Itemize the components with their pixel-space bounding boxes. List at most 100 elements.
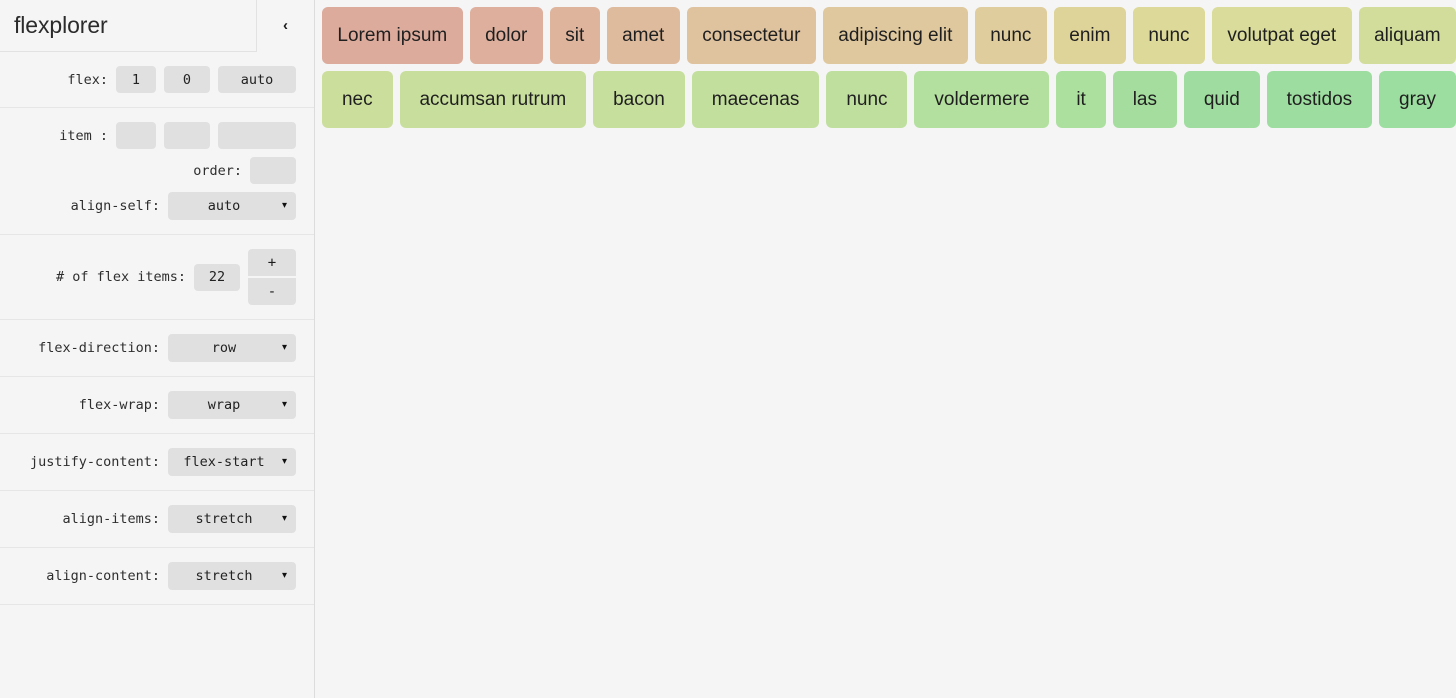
justify-content-select-wrap: flex-startflex-endcenterspace-betweenspa… [168, 448, 296, 476]
flex-item-label: las [1132, 88, 1157, 110]
align-self-select[interactable]: autoflex-startflex-endcenterbaselinestre… [168, 192, 296, 220]
flex-item[interactable]: adipiscing elit [822, 7, 968, 64]
property-row-flex-wrap: flex-wrap:nowrapwrapwrap-reverse▾ [0, 387, 314, 423]
align-content-label: align-content: [46, 568, 160, 584]
flex-item-label: nunc [846, 88, 888, 110]
flex-item-count-stepper: + - [248, 249, 296, 305]
flex-item-label: Lorem ipsum [337, 24, 448, 46]
flex-item-label: dolor [485, 24, 528, 46]
flex-item-label: aliquam [1374, 24, 1441, 46]
sidebar: flexplorer ‹ flex: item : order: [0, 0, 315, 698]
flex-item-label: consectetur [702, 24, 801, 46]
flex-item[interactable]: nunc [1132, 7, 1205, 64]
flex-item-label: voldermere [934, 88, 1030, 110]
flex-item[interactable]: aliquam [1358, 7, 1456, 64]
flex-item-label: nunc [990, 24, 1032, 46]
flex-direction-label: flex-direction: [38, 340, 160, 356]
container-properties: flex-direction: rowrow-reversecolumncolum… [0, 320, 314, 605]
flex-item[interactable]: las [1112, 71, 1177, 128]
increment-button[interactable]: + [248, 249, 296, 276]
property-row-align-items: align-items: stretchflex-startflex-endcen… [0, 501, 314, 537]
flex-item[interactable]: it [1056, 71, 1106, 128]
flex-container: Lorem ipsum dolor sit amet consectetur adipis… [322, 7, 1456, 128]
align-items-select[interactable]: stretchflex-startflex-endcenterbaseline [168, 505, 296, 533]
flex-item-label: quid [1203, 88, 1240, 110]
flex-label: flex: [67, 71, 108, 88]
flex-item[interactable]: quid [1183, 71, 1260, 128]
justify-content-label: justify-content: [29, 454, 160, 470]
flex-item[interactable]: dolor [469, 7, 543, 64]
align-self-select-wrap: autoflex-startflex-endcenterbaselinestre… [168, 192, 296, 220]
flex-item[interactable]: nec [322, 71, 393, 128]
flex-canvas: Lorem ipsum dolor sit amet consectetur adipis… [315, 0, 1456, 698]
property-section-flex-direction: flex-direction: rowrow-reversecolumncolum… [0, 320, 314, 377]
decrement-button[interactable]: - [248, 278, 296, 305]
sidebar-header: flexplorer ‹ [0, 0, 314, 52]
flex-item-label: gray [1399, 88, 1436, 110]
flex-direction-select[interactable]: rowrow-reversecolumncolumn-reverse [168, 334, 296, 362]
property-section-flex-wrap: flex-wrap:nowrapwrapwrap-reverse▾ [0, 377, 314, 434]
property-row-align-content: align-content: stretchflex-startflex-endc… [0, 558, 314, 594]
flex-item[interactable]: accumsan rutrum [399, 71, 587, 128]
property-section-align-items: align-items: stretchflex-startflex-endcen… [0, 491, 314, 548]
flex-shrink-input[interactable] [164, 66, 210, 93]
align-self-label: align-self: [70, 198, 160, 214]
flex-item[interactable]: volutpat eget [1211, 7, 1352, 64]
order-label: order: [193, 162, 242, 179]
flex-item-label: nunc [1148, 24, 1190, 46]
flex-item[interactable]: bacon [593, 71, 685, 128]
align-content-select[interactable]: stretchflex-startflex-endcenterspace-bet… [168, 562, 296, 590]
align-self-row: align-self: autoflex-startflex-endcenter… [0, 188, 314, 224]
flex-wrap-select[interactable]: nowrapwrapwrap-reverse [168, 391, 296, 419]
flex-item[interactable]: Lorem ipsum [322, 7, 463, 64]
flex-item[interactable]: enim [1053, 7, 1126, 64]
align-content-select-wrap: stretchflex-startflex-endcenterspace-bet… [168, 562, 296, 590]
flex-item[interactable]: maecenas [691, 71, 820, 128]
flex-item-label: it [1076, 88, 1086, 110]
flex-item[interactable]: gray [1379, 71, 1456, 128]
flex-wrap-select-wrap: nowrapwrapwrap-reverse▾ [168, 391, 296, 419]
justify-content-select[interactable]: flex-startflex-endcenterspace-betweenspa… [168, 448, 296, 476]
flex-grow-input[interactable] [116, 66, 156, 93]
flex-direction-select-wrap: rowrow-reversecolumncolumn-reverse▾ [168, 334, 296, 362]
flex-item-label: maecenas [711, 88, 800, 110]
flex-item[interactable]: voldermere [914, 71, 1050, 128]
flex-item-count-label: # of flex items: [55, 269, 186, 285]
flex-basis-input[interactable] [218, 66, 296, 93]
property-row-justify-content: justify-content: flex-startflex-endcenter… [0, 444, 314, 480]
item-section: item : order: align-self: autoflex-start… [0, 108, 314, 235]
item-grow-input[interactable] [116, 122, 156, 149]
app-title: flexplorer [14, 12, 108, 38]
item-basis-input[interactable] [218, 122, 296, 149]
flex-item-count-section: # of flex items: + - [0, 235, 314, 320]
item-row: item : [0, 118, 314, 153]
item-shrink-input[interactable] [164, 122, 210, 149]
flex-shorthand-row: flex: [0, 62, 314, 97]
flex-item[interactable]: consectetur [686, 7, 816, 64]
flex-item[interactable]: nunc [974, 7, 1047, 64]
flex-item[interactable]: amet [606, 7, 680, 64]
flex-item[interactable]: nunc [826, 71, 908, 128]
flex-shorthand-section: flex: [0, 52, 314, 108]
flex-item-label: tostidos [1286, 88, 1353, 110]
flex-item-label: adipiscing elit [838, 24, 953, 46]
flex-item[interactable]: sit [549, 7, 600, 64]
flex-item-label: accumsan rutrum [419, 88, 567, 110]
flex-item-label: volutpat eget [1227, 24, 1337, 46]
align-items-select-wrap: stretchflex-startflex-endcenterbaseline▾ [168, 505, 296, 533]
flex-item[interactable]: tostidos [1266, 71, 1373, 128]
order-input[interactable] [250, 157, 296, 184]
flex-item-count-row: # of flex items: + - [0, 245, 314, 309]
flex-item-label: amet [622, 24, 665, 46]
property-section-align-content: align-content: stretchflex-startflex-endc… [0, 548, 314, 605]
chevron-left-icon[interactable]: ‹ [256, 0, 314, 52]
order-row: order: [0, 153, 314, 188]
item-label: item : [59, 127, 108, 144]
flex-item-label: enim [1069, 24, 1111, 46]
flex-item-label: sit [565, 24, 585, 46]
flex-item-count-input[interactable] [194, 263, 240, 291]
flex-item-label: nec [341, 88, 373, 110]
align-items-label: align-items: [62, 511, 160, 527]
property-row-flex-direction: flex-direction: rowrow-reversecolumncolum… [0, 330, 314, 366]
